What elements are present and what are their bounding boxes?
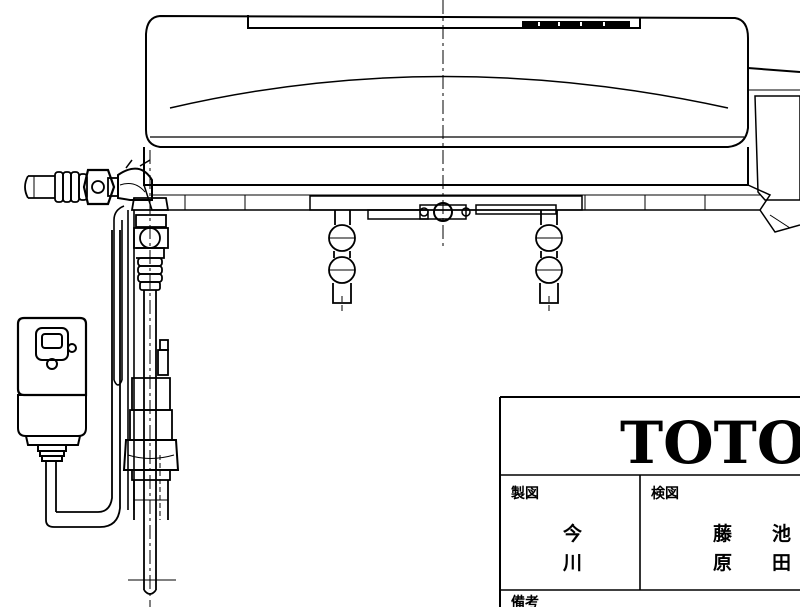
mounting-plate bbox=[309, 195, 583, 222]
checker-1-name-top: 藤 bbox=[713, 522, 733, 545]
drawn-by-label: 製図 bbox=[510, 485, 539, 502]
right-mounting-bolt bbox=[535, 210, 563, 312]
left-mounting-bolt bbox=[328, 210, 356, 312]
drawn-by-name-bottom: 川 bbox=[562, 552, 582, 574]
controller-cable bbox=[45, 230, 121, 528]
checker-1-name-bottom: 原 bbox=[713, 552, 732, 574]
checker-2-name-top: 池 bbox=[772, 522, 791, 545]
stop-valve bbox=[122, 339, 180, 520]
remarks-label: 備考 bbox=[511, 594, 539, 607]
controller-box bbox=[16, 316, 88, 520]
drawn-by-name-top: 今 bbox=[562, 522, 582, 545]
model-label-strip bbox=[522, 21, 630, 27]
title-block bbox=[499, 396, 800, 607]
side-hose bbox=[113, 205, 135, 510]
seat-body bbox=[143, 14, 800, 233]
brand-logo: TOTO bbox=[620, 409, 800, 477]
checker-2-name-bottom: 田 bbox=[772, 552, 791, 574]
supply-hose-fitting bbox=[24, 159, 153, 206]
checked-by-label: 検図 bbox=[651, 485, 679, 502]
